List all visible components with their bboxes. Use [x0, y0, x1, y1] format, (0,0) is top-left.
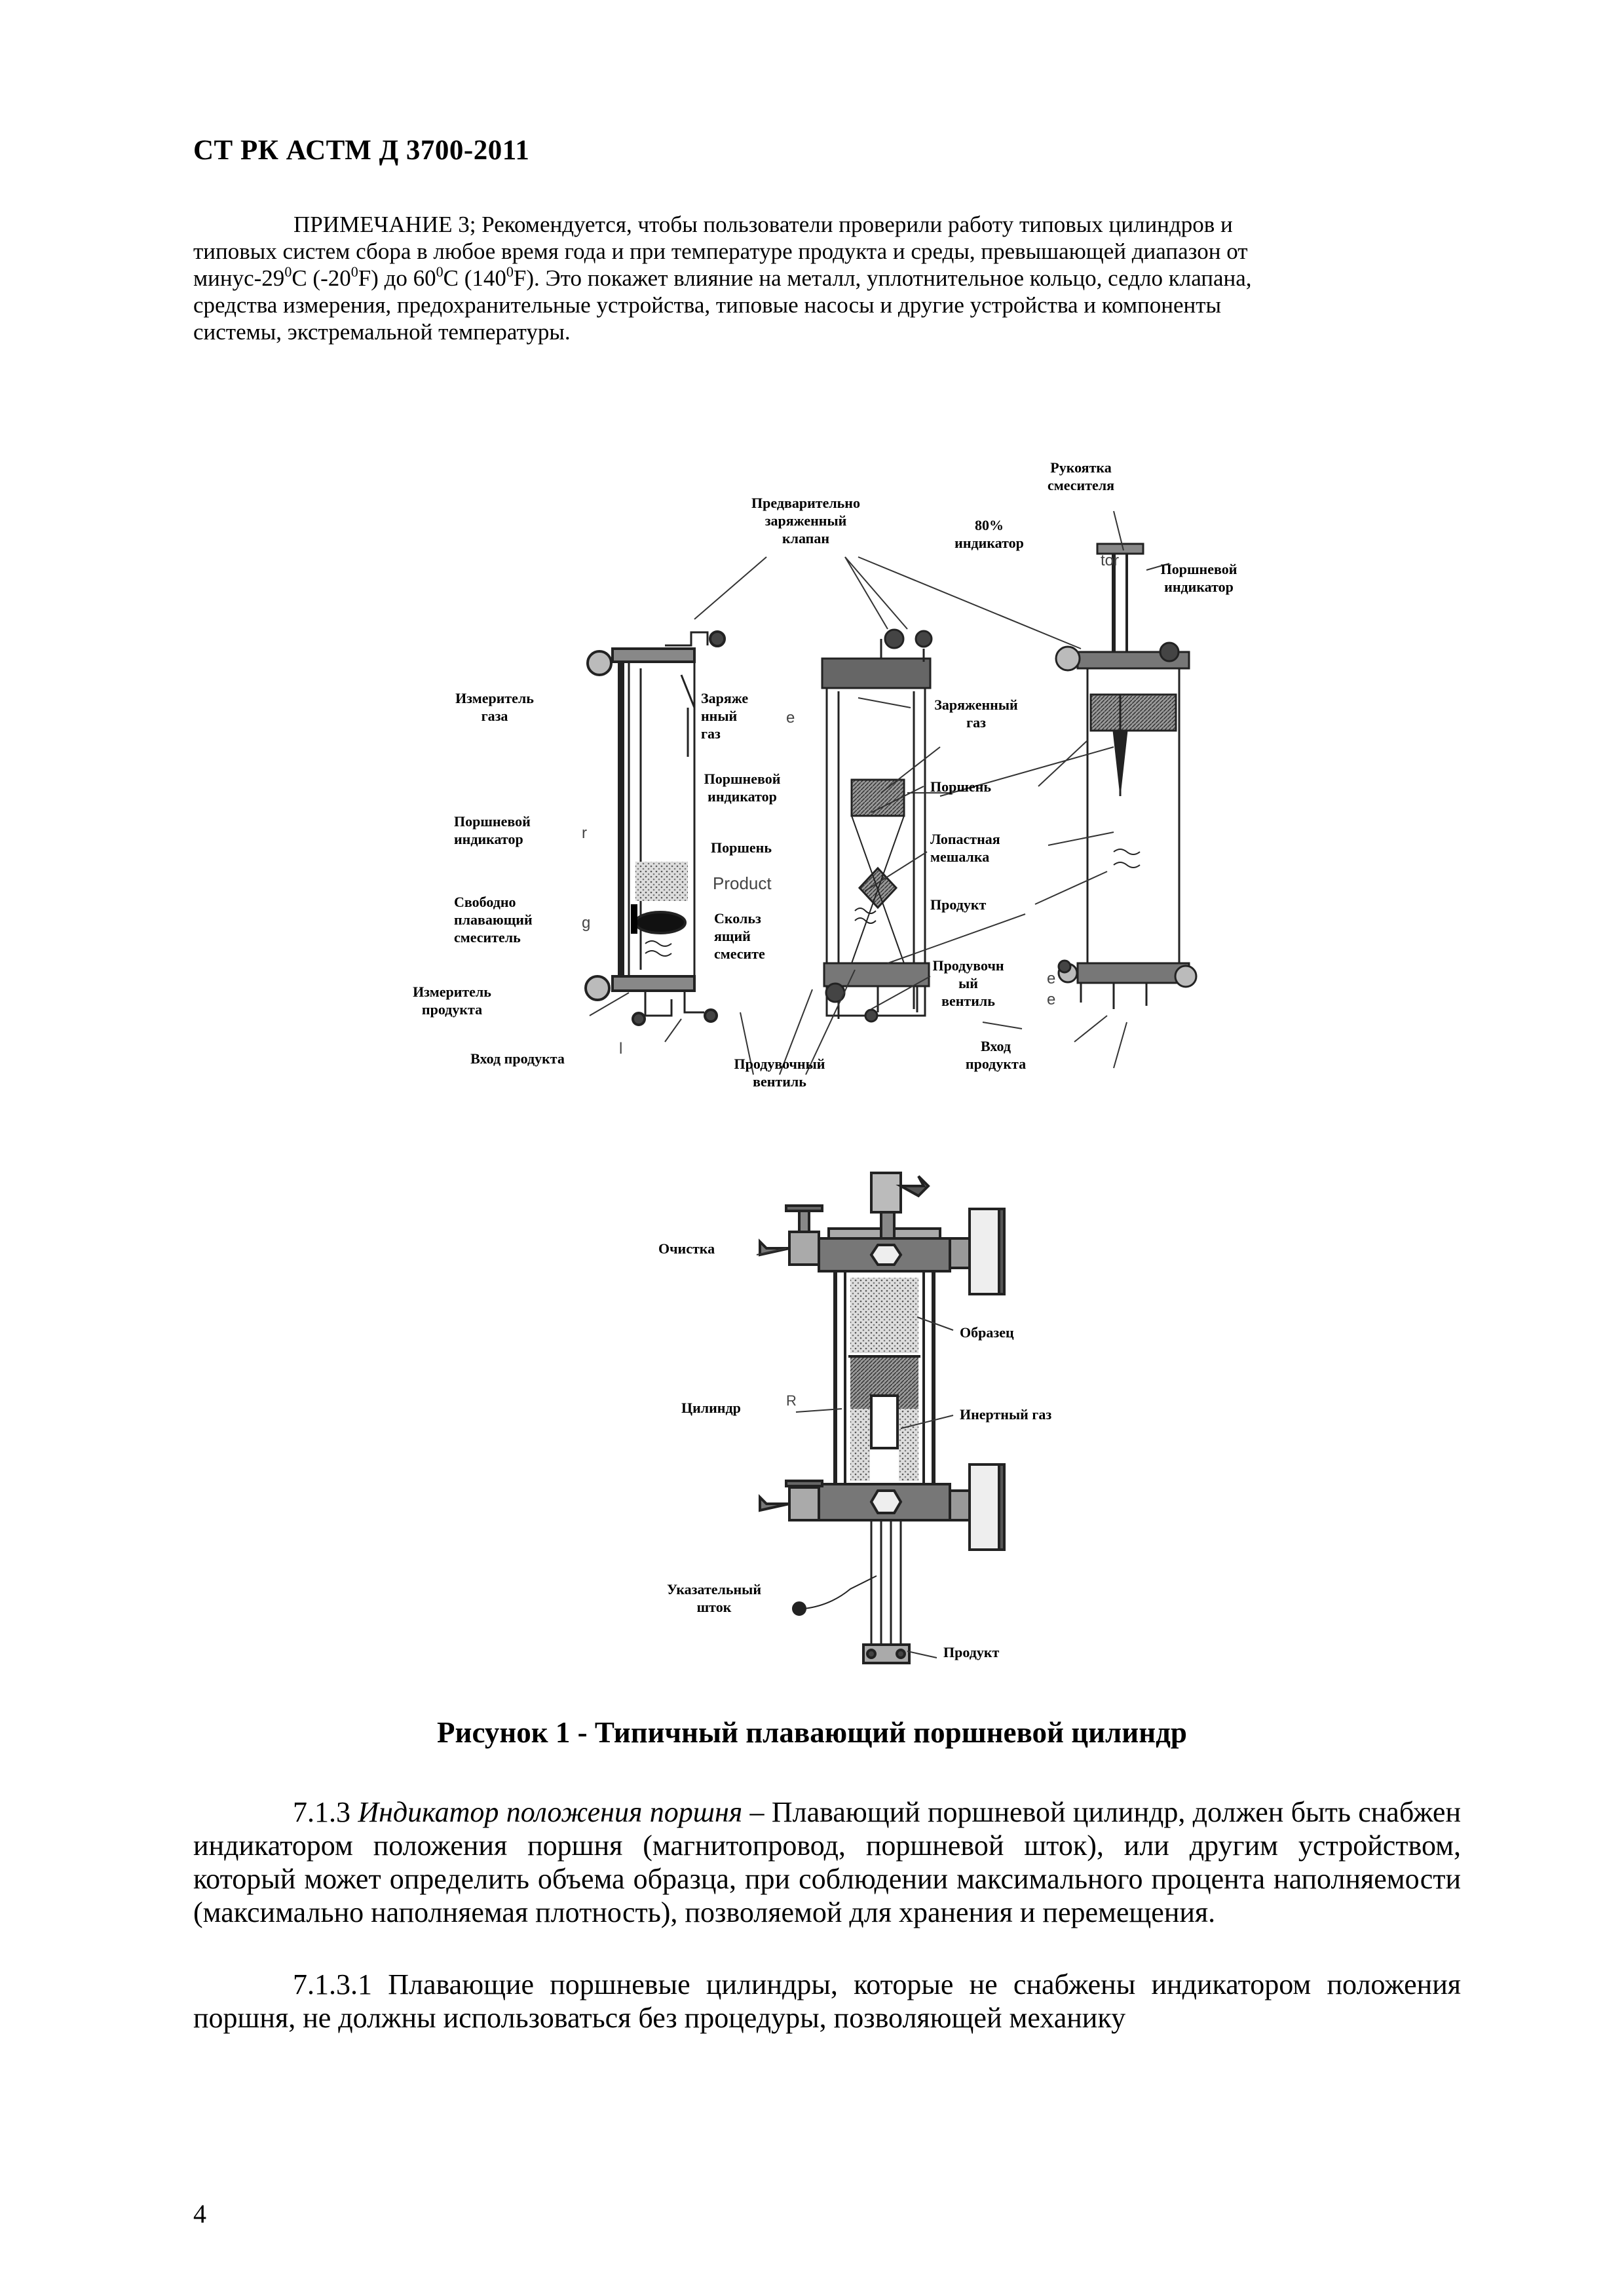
fragment-tor: tor	[1101, 552, 1120, 569]
fragment-e1: e	[786, 709, 795, 727]
fragment-product: Product	[713, 873, 772, 893]
note-text: F). Это покажет влияние на металл, уплот…	[513, 265, 1252, 291]
figure-caption: Рисунок 1 - Типичный плавающий поршневой…	[437, 1716, 1187, 1749]
fragment-e3: e	[1047, 991, 1056, 1008]
page-number: 4	[193, 2199, 206, 2229]
cylinder-right	[1055, 543, 1198, 1009]
label-product-bottom: Продукт	[943, 1644, 1000, 1660]
label-80-indicator: 80%индикатор	[954, 517, 1024, 551]
degree-sup: 0	[284, 263, 292, 280]
cylinder-middle	[821, 628, 933, 1023]
clause-text: 7.1.3.1 Плавающие поршневые цилиндры, ко…	[193, 1968, 1461, 2034]
fragment-l: l	[619, 1040, 623, 1058]
leader-lines-top	[589, 510, 1170, 1075]
note-paragraph: ПРИМЕЧАНИЕ 3; Рекомендуется, чтобы польз…	[193, 211, 1461, 345]
leader-lines-bottom	[756, 1248, 954, 1658]
label-sample: Образец	[960, 1324, 1014, 1341]
document-header: СТ РК АСТМ Д 3700-2011	[193, 135, 530, 166]
paragraph-7-1-3: 7.1.3 Индикатор положения поршня – Плава…	[193, 1795, 1461, 1929]
note-text: C (-20	[292, 265, 351, 291]
clause-term: Индикатор положения поршня	[358, 1796, 743, 1828]
degree-sup: 0	[436, 263, 444, 280]
fragment-g: g	[582, 914, 591, 932]
cylinder-left	[584, 630, 726, 1026]
label-cylinder: Цилиндр	[681, 1400, 741, 1416]
label-purge: Очистка	[658, 1240, 715, 1257]
degree-sup: 0	[506, 263, 514, 280]
note-line: средства измерения, предохранительные ус…	[193, 292, 1222, 318]
clause-number: 7.1.3	[293, 1796, 358, 1828]
paragraph-7-1-3-1: 7.1.3.1 Плавающие поршневые цилиндры, ко…	[193, 1968, 1461, 2035]
fragment-R: R	[786, 1392, 797, 1409]
fragment-e2: e	[1047, 970, 1056, 987]
label-product-right: Продукт	[930, 896, 987, 913]
label-piston-mid: Поршень	[711, 839, 772, 856]
label-inert-gas: Инертный газ	[960, 1406, 1052, 1423]
cylinder-bottom	[759, 1172, 1006, 1664]
note-line: системы, экстремальной температуры.	[193, 319, 571, 345]
note-line: типовых систем сбора в любое время года …	[193, 239, 1248, 264]
label-product-inlet-left: Вход продукта	[470, 1050, 565, 1067]
note-line: ПРИМЕЧАНИЕ 3; Рекомендуется, чтобы польз…	[293, 212, 1233, 237]
clause-text: – Плавающий поршневой цилиндр, должен бы…	[193, 1796, 1462, 1928]
note-text: C (140	[443, 265, 506, 291]
note-text: F) до 60	[358, 265, 436, 291]
degree-sup: 0	[350, 263, 358, 280]
note-line-temperatures: минус-290C (-200F) до 600C (1400F). Это …	[193, 265, 1461, 292]
label-piston-right: Поршень	[930, 778, 991, 795]
fragment-r: r	[582, 824, 587, 842]
note-text: минус-29	[193, 265, 285, 291]
